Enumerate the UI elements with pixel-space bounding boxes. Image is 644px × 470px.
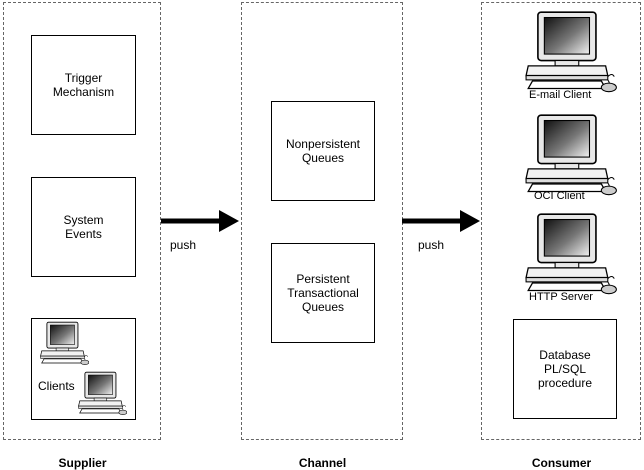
consumer-panel [481, 2, 641, 440]
oci-client-label: OCI Client [534, 190, 585, 202]
right-arrow-icon [402, 210, 480, 232]
computer-icon [525, 213, 617, 295]
channel-label: Channel [298, 456, 347, 470]
trigger-mechanism-box: Trigger Mechanism [31, 35, 136, 135]
clients-box: Clients [31, 318, 136, 420]
consumer-label: Consumer [531, 456, 592, 470]
right-arrow-icon [161, 210, 239, 232]
system-events-box: System Events [31, 177, 136, 277]
supplier-panel [3, 2, 161, 440]
email-client-label: E-mail Client [529, 89, 592, 101]
computer-icon [525, 114, 617, 196]
computer-icon [525, 11, 617, 93]
push-label: push [418, 238, 445, 252]
http-server-label: HTTP Server [529, 291, 593, 303]
database-plsql-procedure-box: Database PL/SQL procedure [513, 319, 617, 419]
computer-icon [40, 321, 89, 366]
persistent-transactional-queues-box: Persistent Transactional Queues [271, 243, 375, 343]
channel-panel [241, 2, 403, 440]
push-label: push [170, 238, 197, 252]
clients-label: Clients [38, 379, 75, 393]
computer-icon [78, 371, 127, 416]
nonpersistent-queues-box: Nonpersistent Queues [271, 101, 375, 201]
supplier-label: Supplier [58, 456, 107, 470]
